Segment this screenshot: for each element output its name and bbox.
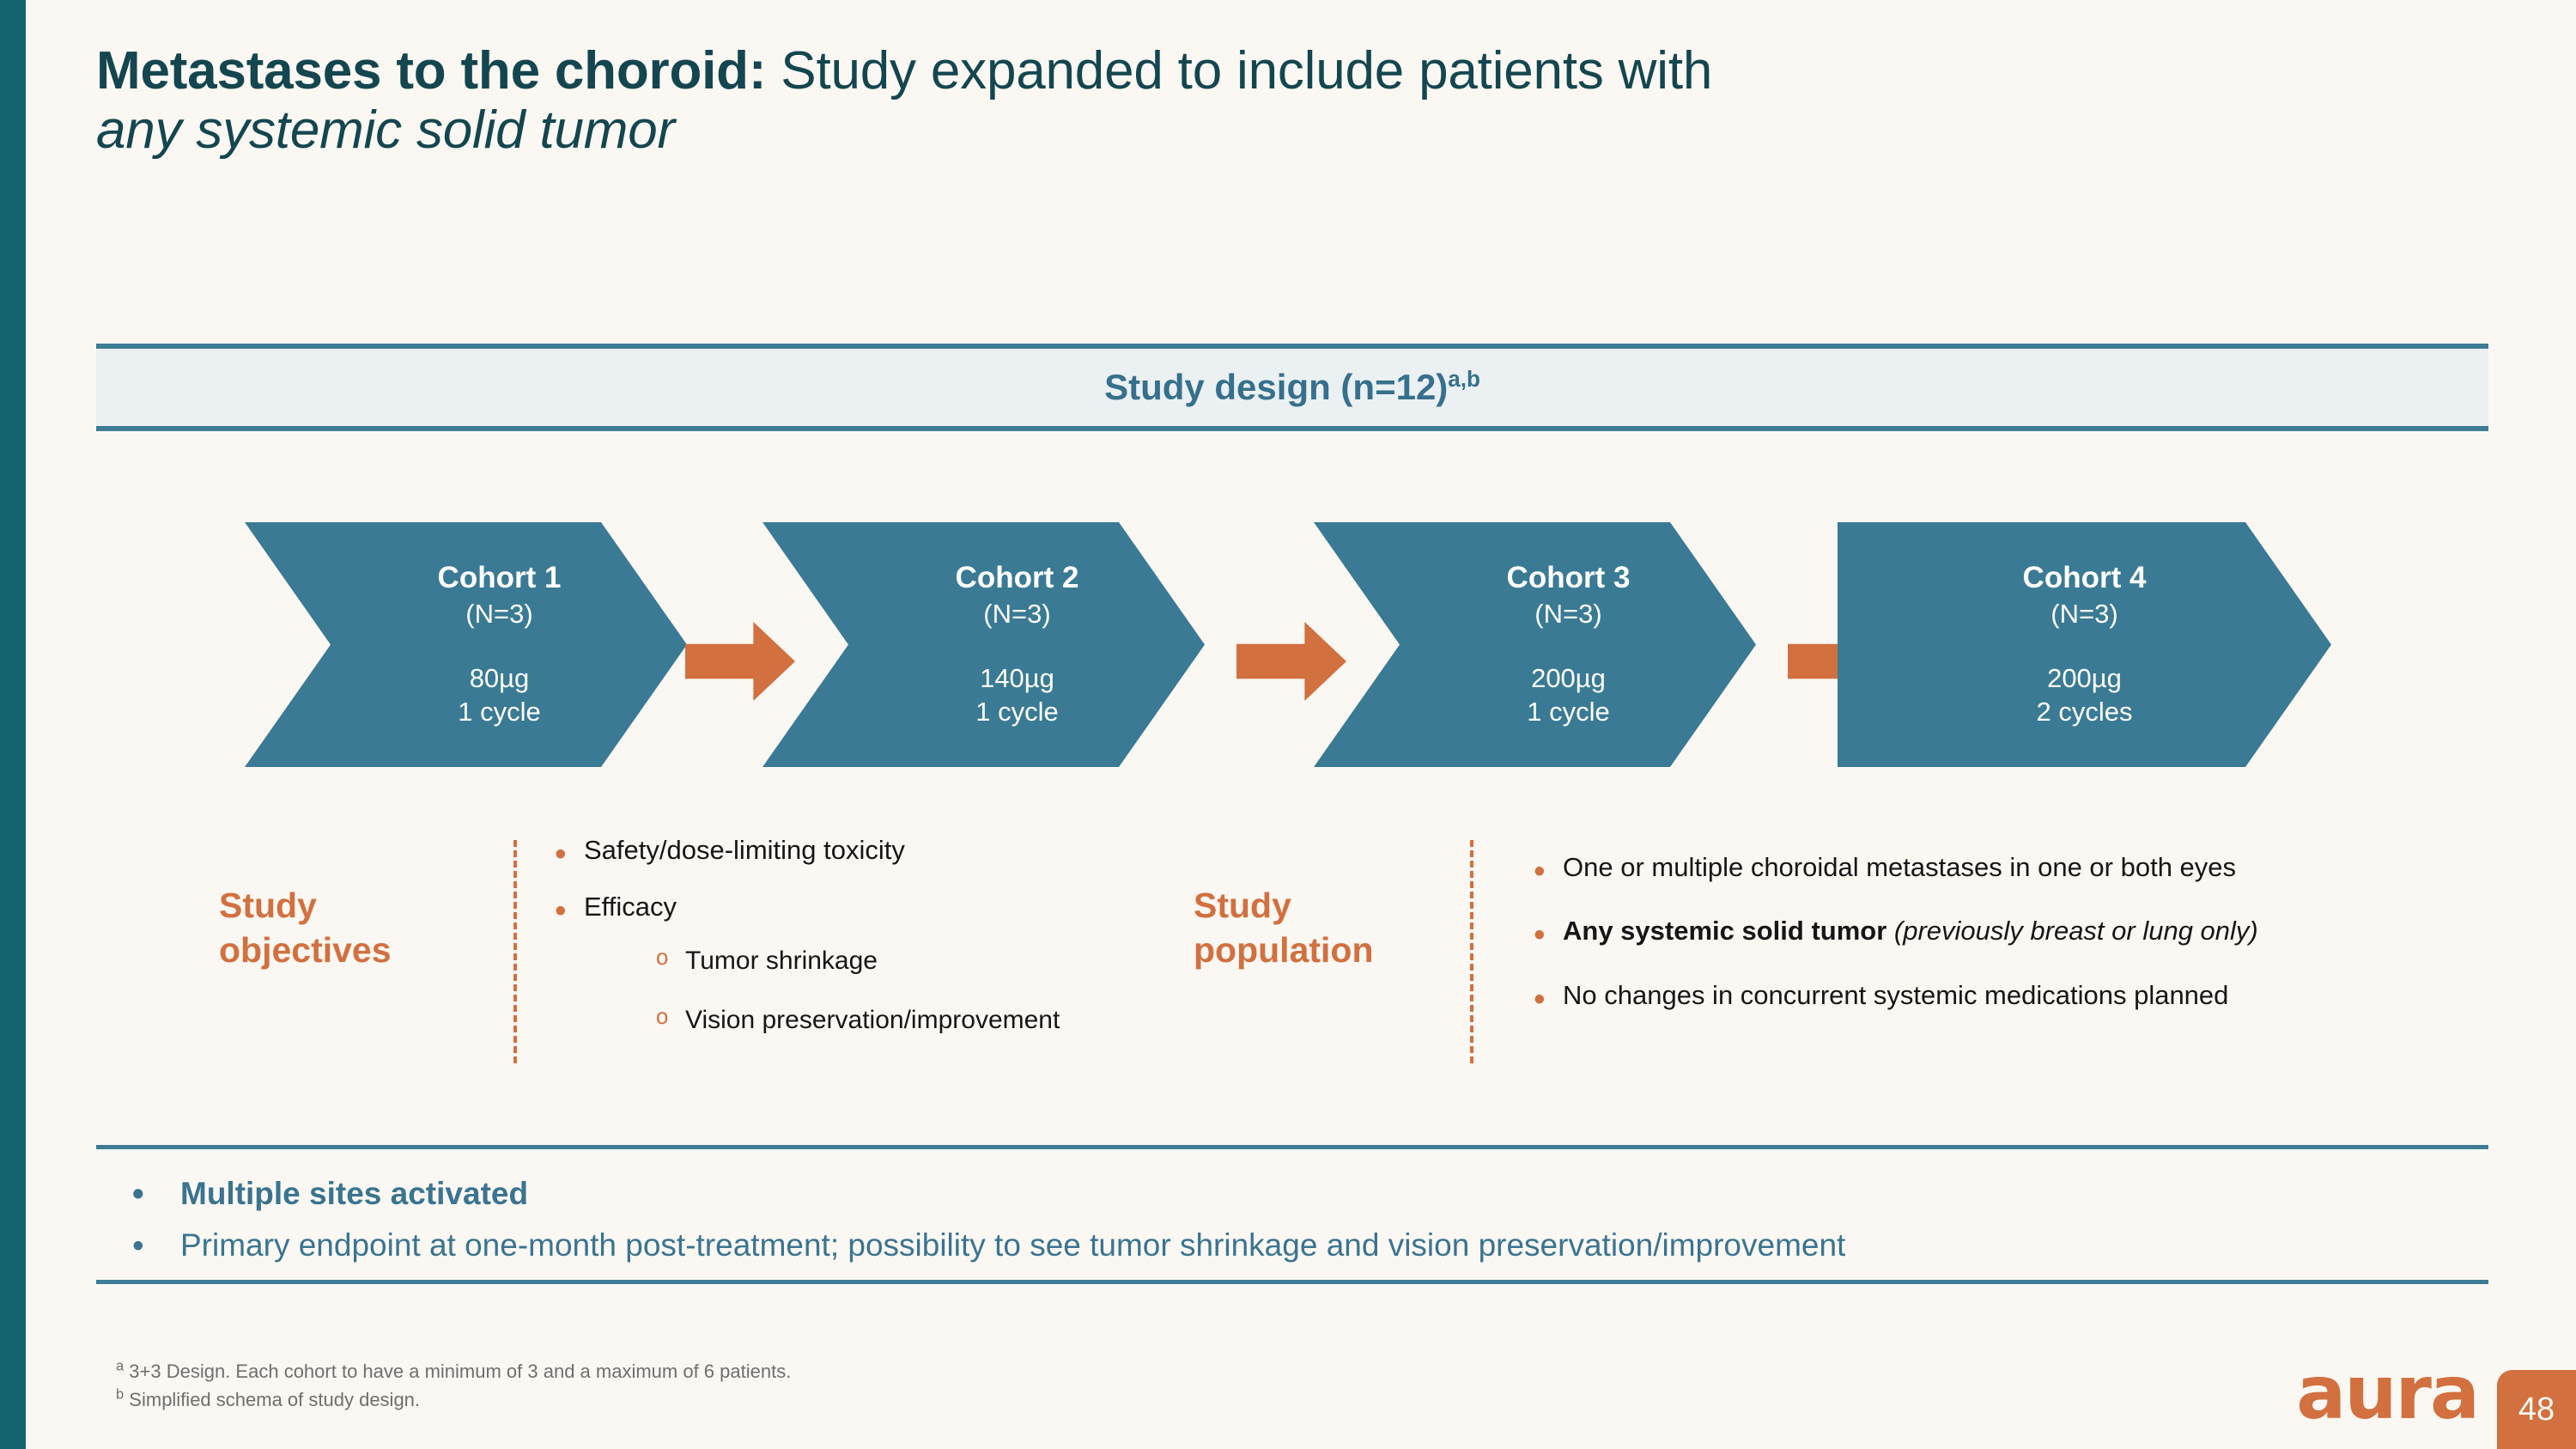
cohort-3-cycles: 1 cycle <box>1527 696 1610 727</box>
population-divider <box>1470 840 1473 1063</box>
cohort-1-dose: 80µg <box>469 662 530 693</box>
title-italic-line: any systemic solid tumor <box>96 100 675 161</box>
objective-item: Efficacy Tumor shrinkage Vision preserva… <box>550 890 1425 1036</box>
study-objectives-sublist: Tumor shrinkage Vision preservation/impr… <box>651 944 1425 1037</box>
objective-sub-item: Tumor shrinkage <box>651 944 1425 977</box>
cohort-2-cycles: 1 cycle <box>975 696 1059 727</box>
study-population-label-line1: Study <box>1194 886 1291 925</box>
study-design-banner: Study design (n=12)a,b <box>96 344 2488 431</box>
footnote-b: b Simplified schema of study design. <box>116 1385 791 1414</box>
title-regular-rest: Study expanded to include patients with <box>766 41 1713 100</box>
title-bold-lead: Metastases to the choroid: <box>96 41 767 100</box>
key-takeaways-box: Multiple sites activated Primary endpoin… <box>96 1145 2488 1284</box>
objective-item: Safety/dose-limiting toxicity <box>550 833 1425 877</box>
study-population-label-line2: population <box>1194 930 1374 971</box>
population-item-italic: (previously breast or lung only) <box>1886 916 2258 947</box>
cohort-3-name: Cohort 3 <box>1506 560 1631 594</box>
flow-arrow-2-to-3 <box>1236 622 1346 701</box>
cohort-1-n: (N=3) <box>465 598 533 629</box>
key-takeaways-list: Multiple sites activated Primary endpoin… <box>113 1168 2488 1274</box>
cohort-chevron-4: Cohort 4 (N=3) 200µg 2 cycles <box>1838 522 2331 767</box>
population-item: Any systemic solid tumor (previously bre… <box>1528 914 2490 958</box>
cohort-4-n: (N=3) <box>2050 598 2118 629</box>
flow-arrow-1-to-2 <box>685 622 795 701</box>
footnote-a-marker: a <box>116 1358 125 1374</box>
page-title: Metastases to the choroid: Study expande… <box>96 41 2526 161</box>
footnote-a-text: 3+3 Design. Each cohort to have a minimu… <box>124 1361 792 1382</box>
page-number-badge: 48 <box>2497 1370 2576 1449</box>
cohort-2-dose: 140µg <box>980 662 1054 693</box>
study-design-banner-label: Study design (n=12) <box>1104 367 1449 407</box>
title-second-line: any systemic solid tumor <box>96 100 2526 160</box>
cohort-4-cycles: 2 cycles <box>2036 696 2133 727</box>
aura-logo: aura <box>2296 1350 2480 1436</box>
cohort-1-cycles: 1 cycle <box>458 696 541 727</box>
cohort-chevron-4-content: Cohort 4 (N=3) 200µg 2 cycles <box>2023 561 2147 729</box>
cohort-chevron-3: Cohort 3 (N=3) 200µg 1 cycle <box>1314 522 1756 767</box>
cohort-2-n: (N=3) <box>983 598 1051 629</box>
cohort-flow-diagram: Cohort 1 (N=3) 80µg 1 cycle Cohort 2 (N=… <box>0 522 2576 767</box>
objectives-divider <box>513 840 517 1063</box>
objective-sub-item: Vision preservation/improvement <box>651 1003 1425 1037</box>
cohort-chevron-2-content: Cohort 2 (N=3) 140µg 1 cycle <box>889 561 1079 729</box>
left-accent-stripe <box>0 0 26 1449</box>
population-item: One or multiple choroidal metastases in … <box>1528 850 2490 894</box>
cohort-3-dose: 200µg <box>1531 662 1606 693</box>
objective-item-label: Efficacy <box>584 892 677 922</box>
cohort-2-name: Cohort 2 <box>955 560 1079 594</box>
cohort-chevron-1-content: Cohort 1 (N=3) 80µg 1 cycle <box>371 561 562 729</box>
study-objectives-label: Study objectives <box>219 883 502 973</box>
population-item-bold: Any systemic solid tumor <box>1563 916 1887 947</box>
footnote-b-text: Simplified schema of study design. <box>124 1389 421 1410</box>
study-objectives-label-line2: objectives <box>219 930 392 971</box>
cohort-chevron-3-content: Cohort 3 (N=3) 200µg 1 cycle <box>1440 561 1631 729</box>
footnote-a: a 3+3 Design. Each cohort to have a mini… <box>116 1357 791 1385</box>
cohort-4-name: Cohort 4 <box>2022 560 2147 594</box>
title-first-line: Metastases to the choroid: Study expande… <box>96 41 2526 100</box>
cohort-4-dose: 200µg <box>2047 662 2122 693</box>
study-objectives-label-line1: Study <box>219 886 317 925</box>
footnote-b-marker: b <box>116 1386 125 1403</box>
study-design-banner-title: Study design (n=12)a,b <box>1104 367 1480 408</box>
study-design-banner-footnote-marker: a,b <box>1448 366 1480 392</box>
study-population-list: One or multiple choroidal metastases in … <box>1528 850 2490 1042</box>
takeaway-item: Primary endpoint at one-month post-treat… <box>113 1220 2488 1274</box>
brand-area: aura 48 <box>2296 1356 2576 1449</box>
takeaway-item: Multiple sites activated <box>113 1168 2488 1222</box>
cohort-chevron-2: Cohort 2 (N=3) 140µg 1 cycle <box>762 522 1205 767</box>
footnotes: a 3+3 Design. Each cohort to have a mini… <box>116 1357 791 1414</box>
cohort-chevron-1: Cohort 1 (N=3) 80µg 1 cycle <box>245 522 687 767</box>
cohort-1-name: Cohort 1 <box>437 560 562 594</box>
study-population-label: Study population <box>1194 883 1485 973</box>
population-item: No changes in concurrent systemic medica… <box>1528 978 2490 1022</box>
cohort-3-n: (N=3) <box>1534 598 1602 629</box>
study-objectives-list: Safety/dose-limiting toxicity Efficacy T… <box>550 833 1425 1062</box>
objectives-and-population-section: Study objectives Safety/dose-limiting to… <box>0 825 2576 1082</box>
